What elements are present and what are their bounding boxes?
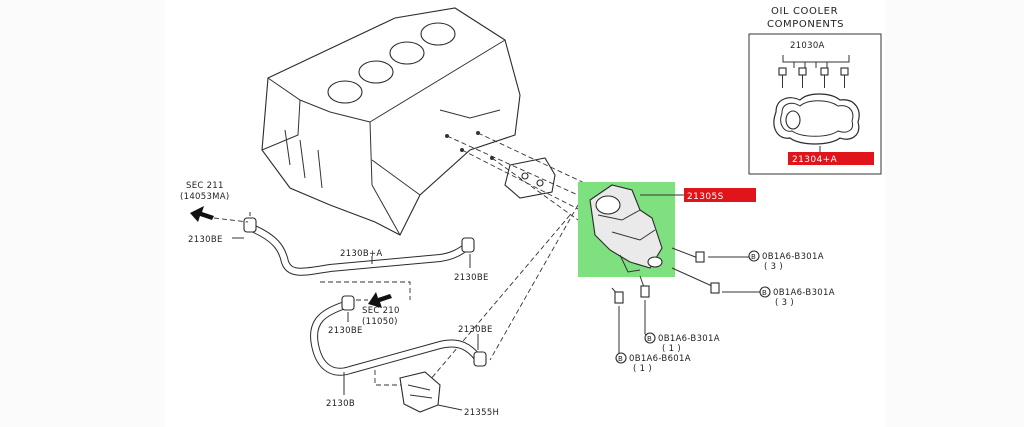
bolt-b-quantity: ( 3 ) [775,298,794,308]
oil-cooler-callout[interactable]: 21305S [640,188,756,202]
part-number-highlight [684,188,756,202]
bolt-marker: B [647,335,652,343]
lower-hose-label: 2130B [326,399,355,409]
bolt-set-part-number: 21030A [790,41,825,51]
bottom-bracket-label: 21355H [464,408,499,418]
bolt-d-quantity: ( 1 ) [633,364,652,374]
bolt-marker: B [751,253,756,261]
clamp-mid-right[interactable]: 2130BE [454,237,489,283]
clamp-left-label: 2130BE [188,235,223,245]
oil-cooler-part-number: 21305S [687,192,724,202]
bolt-c[interactable]: B 0B1A6-B301A ( 1 ) [639,275,720,354]
components-title-line1: OIL COOLER [771,6,838,17]
gasket-part-number: 21304+A [792,155,838,165]
bolt-c-part-number: 0B1A6-B301A [658,334,720,344]
bolt-marker: B [618,355,623,363]
sec-210-reference[interactable]: SEC 210 (11050) [356,292,400,327]
bolt-marker: B [762,289,767,297]
oil-cooler[interactable] [589,184,663,273]
engine-block [261,7,521,236]
upper-hose-label: 2130B+A [340,249,383,259]
bolt-d-part-number: 0B1A6-B601A [629,354,691,364]
bottom-bracket[interactable]: 21355H [399,371,499,418]
gasket-part-highlight [788,152,874,165]
bolt-d[interactable]: B 0B1A6-B601A ( 1 ) [611,287,691,374]
sec-211-reference[interactable]: SEC 211 (14053MA) [180,181,249,223]
sec-210-line1: SEC 210 [362,306,400,316]
clamp-lower-left-label: 2130BE [328,326,363,336]
components-title-line2: COMPONENTS [767,19,844,30]
sec-210-line2: (11050) [362,317,398,327]
upper-hose[interactable]: 2130B+A [250,224,471,276]
lower-hose[interactable]: 2130B [310,301,482,409]
bolt-c-quantity: ( 1 ) [662,344,681,354]
bolt-set[interactable] [778,67,849,88]
sec-211-line2: (14053MA) [180,192,230,202]
oil-cooler-components-box: OIL COOLER COMPONENTS 21030A 21304+A [748,6,882,175]
bolt-b-part-number: 0B1A6-B301A [773,288,835,298]
arrow-left-icon [190,206,214,222]
sec-211-line1: SEC 211 [186,181,224,191]
bolt-b[interactable]: B 0B1A6-B301A ( 3 ) [671,267,835,308]
mounting-bracket [504,157,556,199]
gasket[interactable] [773,93,860,145]
arrow-right-icon [368,292,392,308]
alignment-lines [429,132,611,381]
clamp-lower-left[interactable]: 2130BE [328,295,363,336]
bolt-a-part-number: 0B1A6-B301A [762,252,824,262]
clamp-mid-right-label: 2130BE [454,273,489,283]
bolt-a-quantity: ( 3 ) [764,262,783,272]
clamp-lower-right[interactable]: 2130BE [458,325,493,367]
clamp-lower-right-label: 2130BE [458,325,493,335]
bolt-a[interactable]: B 0B1A6-B301A ( 3 ) [671,247,824,272]
